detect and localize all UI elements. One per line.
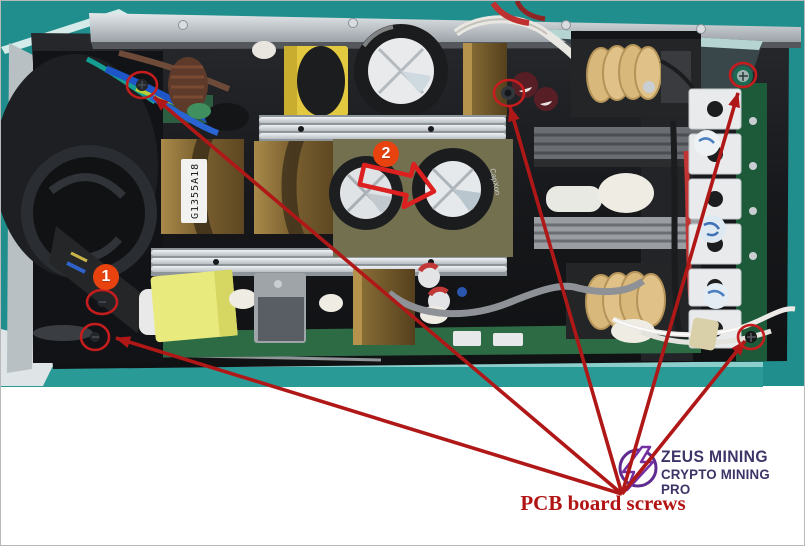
main-transformer-a: G1355A18 [161, 139, 244, 234]
zeus-logo-lightning-icon [621, 445, 655, 492]
bottom-left-components [139, 262, 646, 346]
top-edge-details [178, 1, 706, 93]
block-arrow [357, 161, 437, 210]
step-badge-2: 2 [373, 141, 399, 167]
toroid-coil-top-right [571, 31, 701, 117]
output-wires-bottom-right [611, 306, 796, 351]
transformer-label: G1355A18 [190, 163, 201, 219]
main-transformer-b [254, 141, 334, 234]
zeus-mining-logo: ZEUS MINING CRYPTO MINING PRO [661, 448, 797, 497]
input-filter-components [168, 41, 348, 119]
bulk-capacitors-center: CapXon [329, 139, 513, 257]
small-capacitors-maroon [512, 72, 558, 111]
annotation-arrows [115, 92, 747, 496]
annotation-circles [79, 61, 766, 352]
zeus-logo-mark [618, 445, 658, 492]
logo-brand-name: ZEUS MINING [661, 448, 768, 466]
pcb-screws [90, 66, 757, 343]
bulk-capacitor-top [354, 24, 448, 118]
heatsink-bar-top [259, 115, 506, 143]
step-badge-1-label: 1 [101, 268, 111, 285]
step-badge-1: 1 [93, 264, 119, 290]
caption-pcb-board-screws: PCB board screws [520, 491, 686, 515]
step-badge-2-label: 2 [381, 145, 391, 162]
logo-tagline: CRYPTO MINING PRO [661, 465, 770, 497]
heatsink-bar-middle [151, 248, 507, 276]
heatsinks-right [534, 127, 712, 249]
